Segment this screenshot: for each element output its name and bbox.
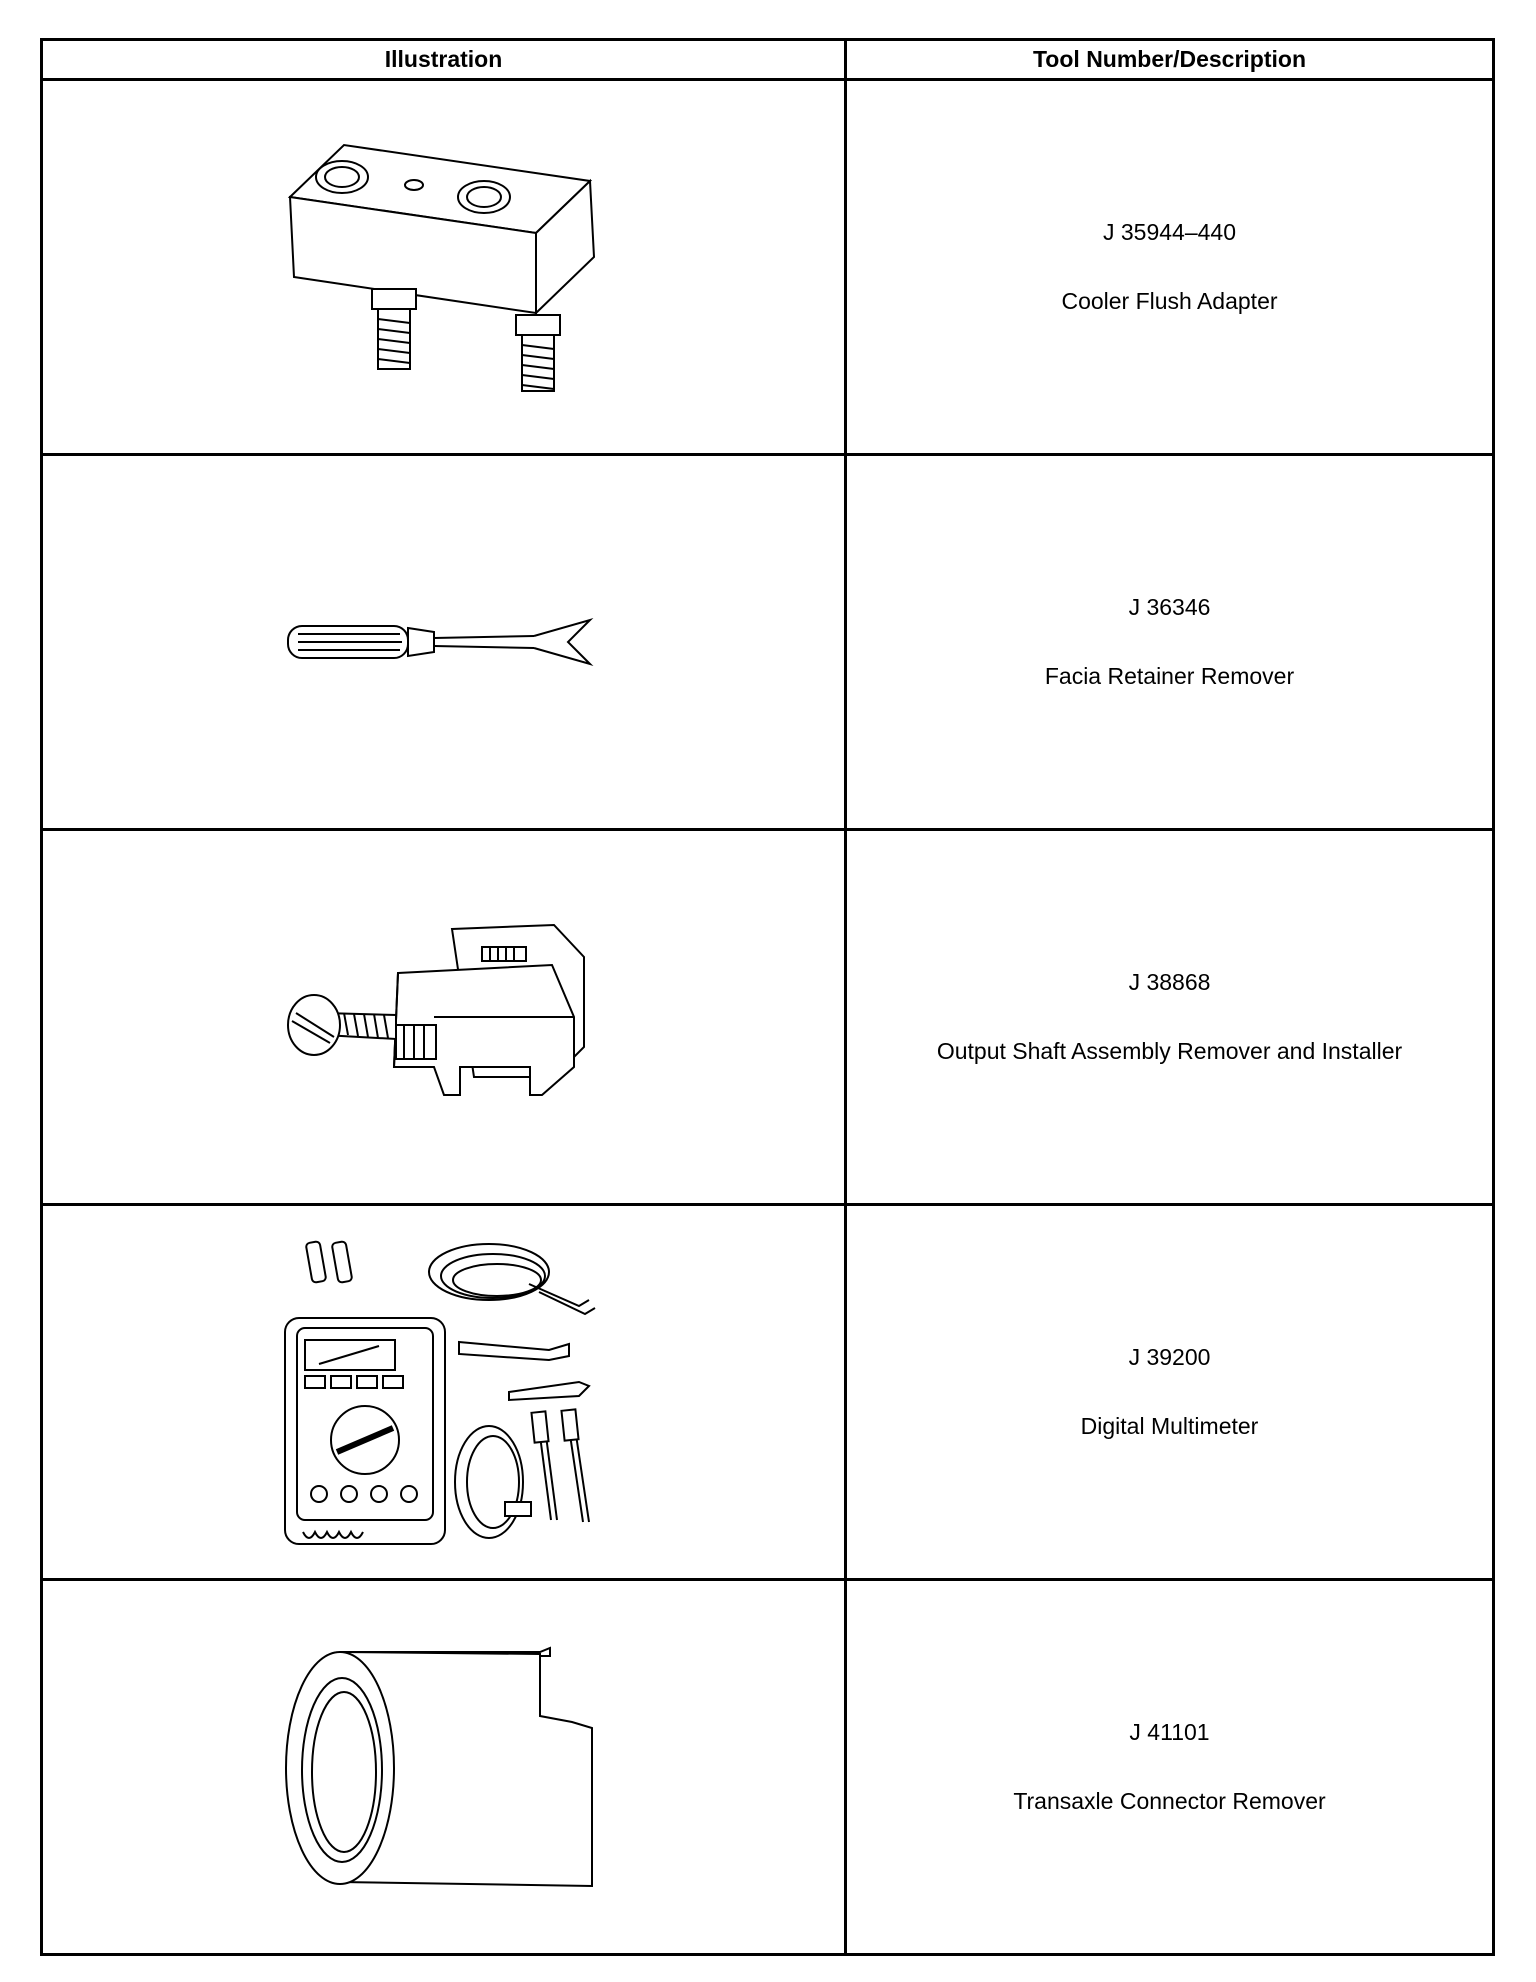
tool-number: J 39200 xyxy=(1128,1344,1211,1370)
tool-number: J 36346 xyxy=(1128,594,1211,620)
tool-description: Cooler Flush Adapter xyxy=(1061,288,1278,314)
connector-remover-icon xyxy=(284,1632,604,1902)
tool-table: Illustration Tool Number/Description xyxy=(40,38,1495,1956)
digital-multimeter-icon xyxy=(279,1232,609,1552)
table-header: Illustration Tool Number/Description xyxy=(43,41,1492,81)
table-row: J 35944–440 Cooler Flush Adapter xyxy=(43,81,1492,456)
tool-description-cell: J 41101 Transaxle Connector Remover xyxy=(847,1581,1492,1953)
tool-illustration-cell xyxy=(43,81,844,453)
tool-description: Output Shaft Assembly Remover and Instal… xyxy=(936,1038,1403,1064)
tool-description-cell: J 36346 Facia Retainer Remover xyxy=(847,456,1492,828)
tool-illustration-cell xyxy=(43,1206,844,1578)
tool-number: J 35944–440 xyxy=(1102,219,1236,245)
tool-description: Facia Retainer Remover xyxy=(1044,663,1295,689)
column-divider xyxy=(844,41,847,1953)
header-tool-description: Tool Number/Description xyxy=(1032,46,1307,72)
tool-description: Digital Multimeter xyxy=(1080,1413,1259,1439)
table-row: J 36346 Facia Retainer Remover xyxy=(43,456,1492,831)
tool-illustration-cell xyxy=(43,456,844,828)
table-row: J 38868 Output Shaft Assembly Remover an… xyxy=(43,831,1492,1206)
tool-number: J 38868 xyxy=(1128,969,1211,995)
tool-description: Transaxle Connector Remover xyxy=(1013,1788,1326,1814)
tool-illustration-cell xyxy=(43,831,844,1203)
cooler-flush-adapter-icon xyxy=(284,137,604,397)
tool-number: J 41101 xyxy=(1129,1719,1210,1745)
output-shaft-tool-icon xyxy=(284,917,604,1117)
tool-description-cell: J 38868 Output Shaft Assembly Remover an… xyxy=(847,831,1492,1203)
tool-description-cell: J 35944–440 Cooler Flush Adapter xyxy=(847,81,1492,453)
tool-description-cell: J 39200 Digital Multimeter xyxy=(847,1206,1492,1578)
tool-illustration-cell xyxy=(43,1581,844,1953)
table-row: J 39200 Digital Multimeter xyxy=(43,1206,1492,1581)
retainer-remover-icon xyxy=(284,612,604,672)
header-illustration: Illustration xyxy=(384,46,503,72)
table-row: J 41101 Transaxle Connector Remover xyxy=(43,1581,1492,1956)
